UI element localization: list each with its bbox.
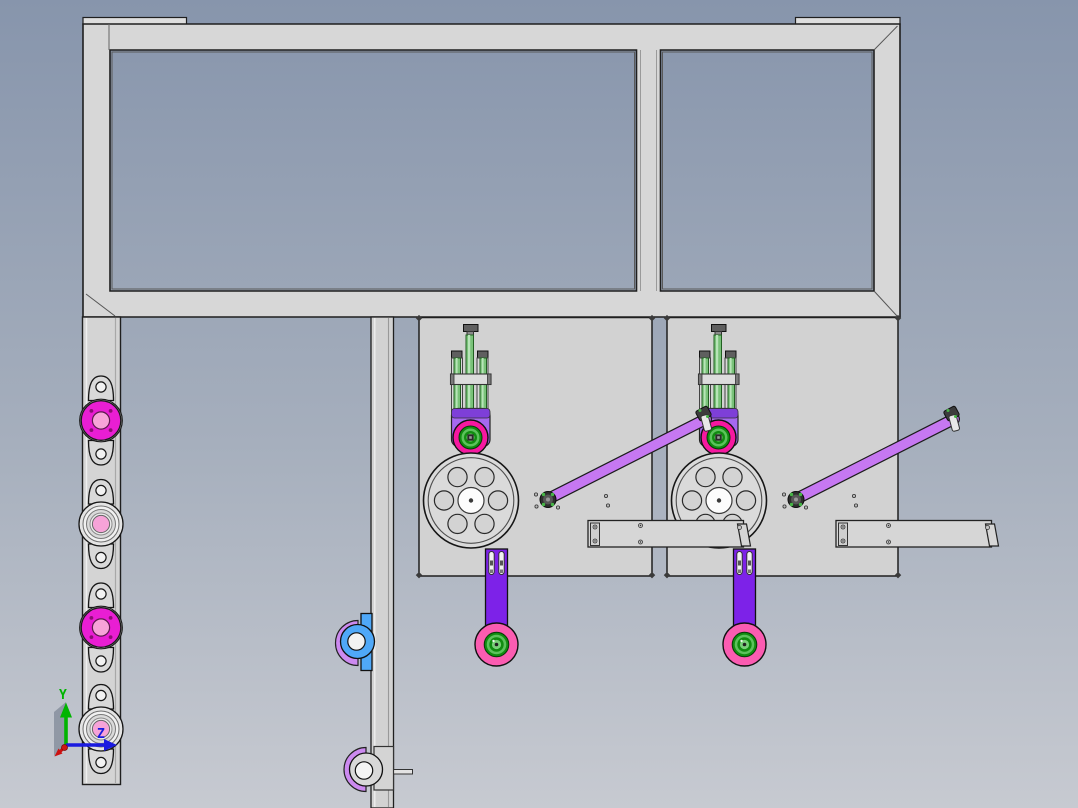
miter-line — [873, 25, 898, 51]
z-axis-arrow — [66, 739, 117, 751]
window-inner-line-right — [662, 51, 873, 290]
miter-line — [873, 290, 898, 317]
flange-bearing-3[interactable] — [79, 605, 123, 650]
pillow-bearing-2[interactable] — [78, 501, 124, 547]
panel-corner-block — [415, 314, 423, 322]
stop-pin — [393, 769, 413, 775]
y-axis-label: Y — [59, 688, 67, 703]
window-inner-line-left — [111, 51, 635, 290]
rail-body — [370, 316, 395, 808]
x-axis-arrow — [54, 744, 68, 757]
blue-clevis-bracket[interactable] — [334, 612, 376, 672]
y-axis-arrow — [60, 702, 72, 745]
z-axis-label: Z — [97, 727, 105, 742]
origin-triad: Y Z — [54, 688, 117, 757]
miter-line — [85, 293, 116, 317]
flange-bearing-1[interactable] — [79, 398, 123, 443]
vertical-rail[interactable] — [370, 316, 413, 808]
rail-end-clevis[interactable] — [343, 745, 395, 793]
clevis-hole — [354, 761, 374, 780]
top-frame[interactable] — [82, 23, 901, 318]
clevis-hole — [347, 632, 366, 651]
